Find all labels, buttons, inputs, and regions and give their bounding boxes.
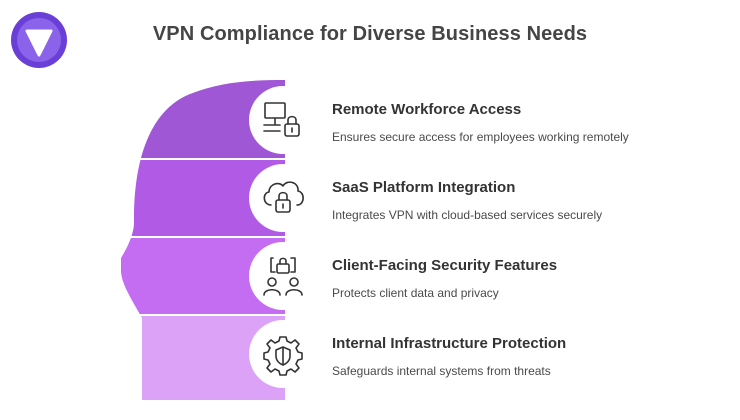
item-desc-saas-platform: Integrates VPN with cloud-based services…	[332, 208, 603, 222]
icon-circle-1	[249, 86, 317, 154]
vpn-logo	[11, 12, 67, 68]
icon-circle-2	[249, 164, 317, 232]
item-desc-client-facing: Protects client data and privacy	[332, 286, 499, 300]
item-title-internal-infra: Internal Infrastructure Protection	[332, 335, 567, 352]
item-title-client-facing: Client-Facing Security Features	[332, 257, 558, 274]
icon-circle-3	[249, 242, 317, 310]
item-desc-internal-infra: Safeguards internal systems from threats	[332, 364, 551, 378]
cloud-lock-icon	[263, 181, 304, 213]
users-lock-icon	[263, 257, 303, 296]
item-title-remote-workforce: Remote Workforce Access	[332, 101, 522, 118]
gear-shield-icon	[263, 336, 303, 376]
page-title: VPN Compliance for Diverse Business Need…	[152, 23, 588, 45]
computer-lock-icon	[263, 102, 300, 137]
item-desc-remote-workforce: Ensures secure access for employees work…	[332, 130, 629, 144]
item-title-saas-platform: SaaS Platform Integration	[332, 179, 516, 196]
